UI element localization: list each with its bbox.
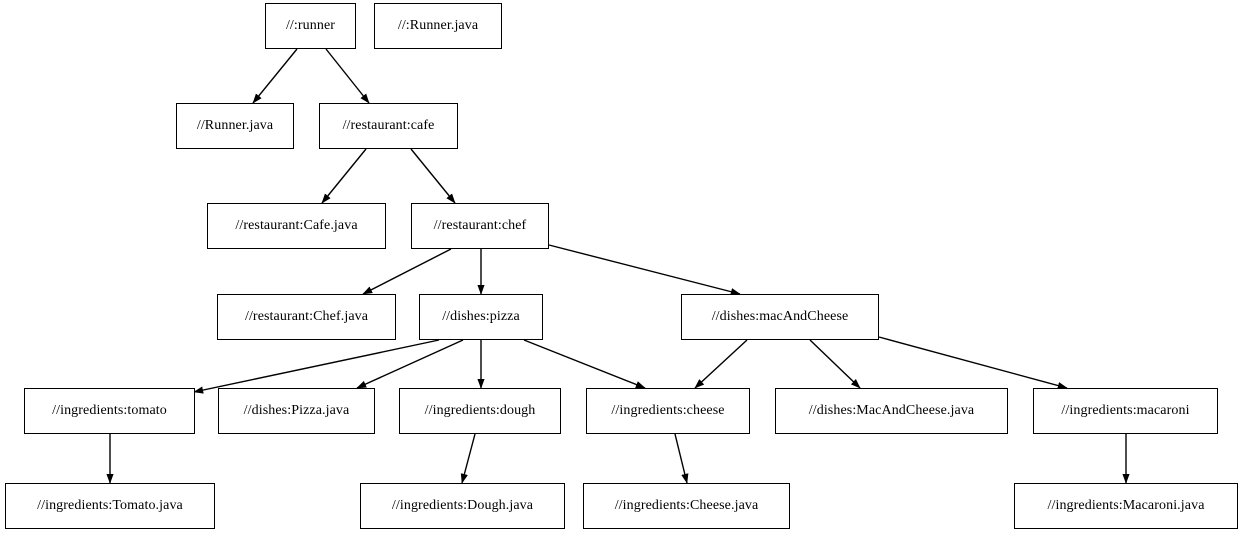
graph-node-tomato_java[interactable]: //ingredients:Tomato.java [5,483,215,529]
graph-node-dough_java[interactable]: //ingredients:Dough.java [360,483,565,529]
graph-node-cheese_java[interactable]: //ingredients:Cheese.java [583,483,790,529]
graph-node-label: //:runner [285,18,336,33]
graph-node-label: //restaurant:Chef.java [244,309,369,324]
graph-node-macaroni_java[interactable]: //ingredients:Macaroni.java [1014,483,1238,529]
graph-node-label: //:Runner.java [397,18,479,33]
graph-node-ing_dough[interactable]: //ingredients:dough [399,388,561,434]
graph-node-label: //ingredients:Dough.java [391,498,534,513]
graph-node-label: //ingredients:Macaroni.java [1047,498,1205,513]
graph-node-label: //dishes:pizza [442,309,520,324]
graph-node-dishes_mac[interactable]: //dishes:macAndCheese [681,294,879,340]
graph-node-restaurant_chef[interactable]: //restaurant:chef [411,203,549,249]
graph-node-label: //restaurant:chef [433,218,527,233]
graph-node-runner_java[interactable]: //Runner.java [176,103,294,149]
graph-node-dishes_pizza[interactable]: //dishes:pizza [419,294,543,340]
graph-node-label: //ingredients:cheese [611,403,725,418]
graph-node-ing_cheese[interactable]: //ingredients:cheese [586,388,750,434]
graph-node-ing_tomato[interactable]: //ingredients:tomato [24,388,195,434]
graph-node-label: //dishes:Pizza.java [243,403,350,418]
graph-node-label: //ingredients:tomato [52,403,167,418]
graph-node-restaurant_cafe[interactable]: //restaurant:cafe [319,103,458,149]
graph-node-label: //dishes:macAndCheese [711,309,849,324]
graph-node-chef_java[interactable]: //restaurant:Chef.java [217,294,396,340]
graph-node-cafe_java[interactable]: //restaurant:Cafe.java [207,203,386,249]
graph-node-label: //ingredients:Tomato.java [37,498,183,513]
graph-node-ing_macaroni[interactable]: //ingredients:macaroni [1033,388,1218,434]
graph-node-pizza_java[interactable]: //dishes:Pizza.java [218,388,375,434]
graph-node-runner_java_root[interactable]: //:Runner.java [374,3,502,49]
graph-node-label: //restaurant:cafe [342,118,435,133]
graph-node-label: //ingredients:dough [424,403,536,418]
graph-node-label: //restaurant:Cafe.java [235,218,358,233]
graph-node-mac_java[interactable]: //dishes:MacAndCheese.java [775,388,1008,434]
graph-node-label: //Runner.java [196,118,274,133]
graph-node-label: //ingredients:macaroni [1061,403,1190,418]
graph-node-label: //ingredients:Cheese.java [614,498,759,513]
graph-node-label: //dishes:MacAndCheese.java [808,403,975,418]
graph-node-runner[interactable]: //:runner [265,3,356,49]
